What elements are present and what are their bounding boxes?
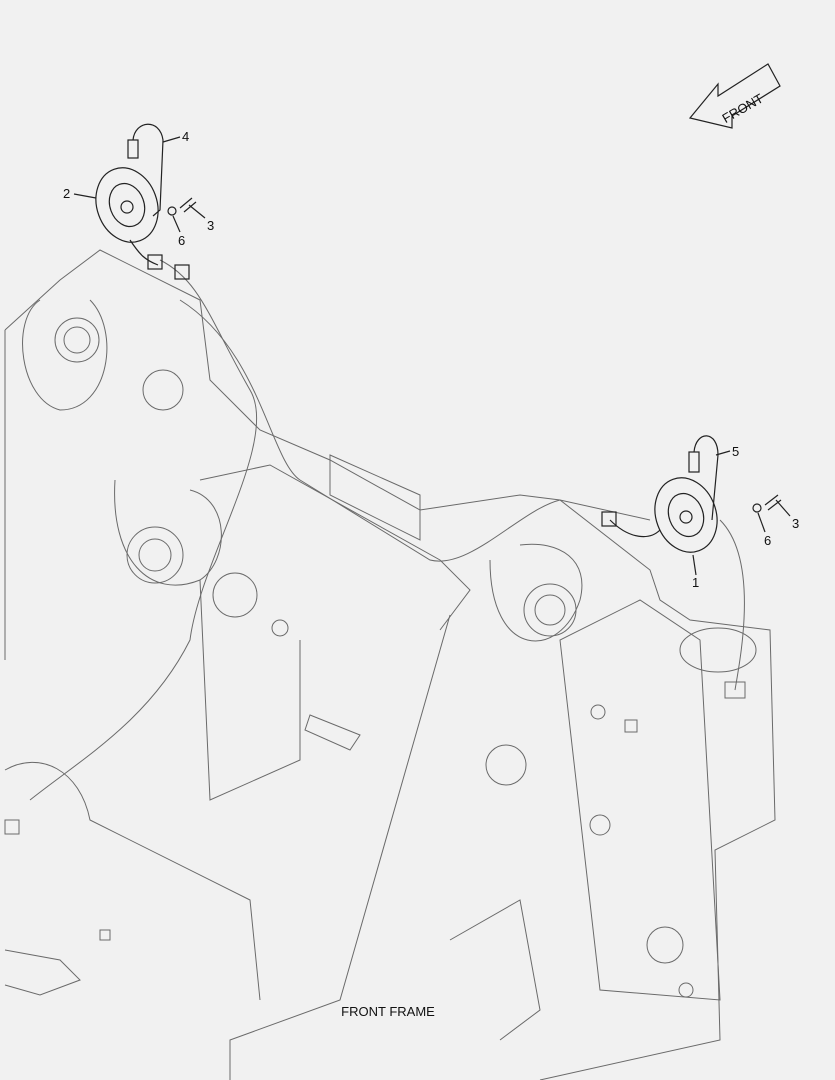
- callout-6-lower: 6: [764, 533, 771, 548]
- callout-1: 1: [692, 575, 699, 590]
- speed-sensor-part-2: [95, 123, 197, 280]
- diagram-caption: FRONT FRAME: [341, 1004, 435, 1019]
- frame-outline: [4, 249, 776, 1080]
- callout-4: 4: [182, 129, 189, 144]
- speed-sensor-part-1: [601, 435, 782, 553]
- callout-leaders: [73, 136, 791, 576]
- callout-5: 5: [732, 444, 739, 459]
- callout-6-upper: 6: [178, 233, 185, 248]
- front-direction-arrow: FRONT: [688, 63, 781, 129]
- front-arrow-label: FRONT: [719, 91, 765, 126]
- callout-3-upper: 3: [207, 218, 214, 233]
- callout-2: 2: [63, 186, 70, 201]
- callout-3-lower: 3: [792, 516, 799, 531]
